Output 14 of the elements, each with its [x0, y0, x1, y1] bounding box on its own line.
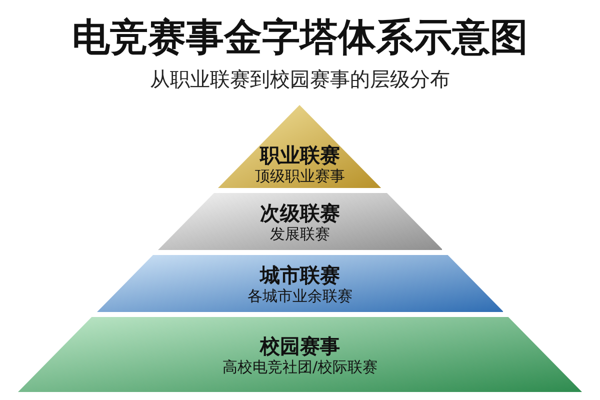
- tier-description: 各城市业余联赛: [247, 286, 352, 306]
- pyramid-tier: [96, 255, 504, 312]
- tier-heading: 校园赛事: [260, 332, 340, 360]
- tier-heading: 职业联赛: [260, 142, 340, 168]
- pyramid-tier: [158, 193, 442, 250]
- tier-heading: 城市联赛: [260, 262, 340, 288]
- tier-description: 高校电竞社团/校际联赛: [222, 358, 378, 376]
- tier-description: 顶级职业赛事: [254, 167, 345, 186]
- title: 电竞赛事金字塔体系示意图: [71, 14, 529, 61]
- tier-description: 发展联赛: [270, 224, 330, 244]
- pyramid-tier: [218, 105, 382, 188]
- subtitle: 从职业联赛到校园赛事的层级分布: [149, 66, 451, 93]
- pyramid-tier: [18, 317, 582, 392]
- tier-heading: 次级联赛: [260, 200, 340, 226]
